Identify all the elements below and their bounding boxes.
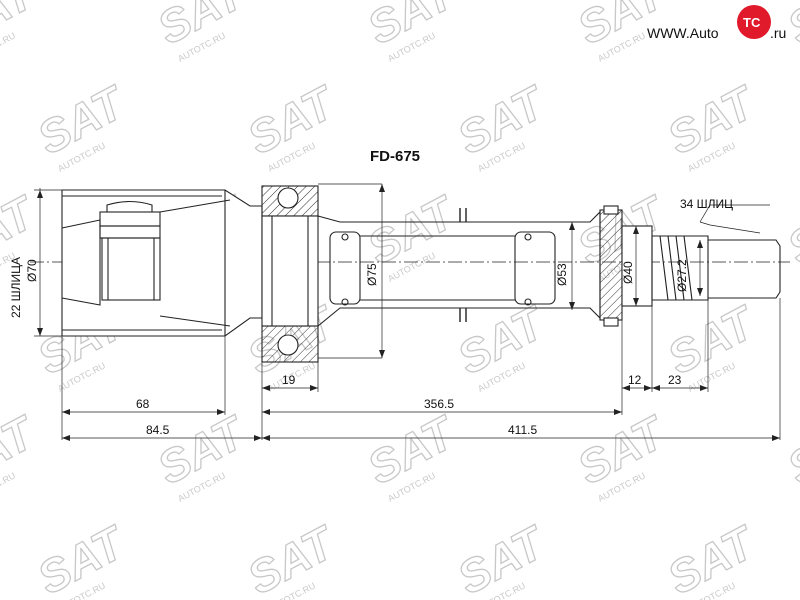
dimension-lines bbox=[34, 183, 781, 440]
watermark-brand: SAT bbox=[779, 185, 800, 274]
part-number-title: FD-675 bbox=[370, 148, 420, 165]
diameter-53-label: Ø53 bbox=[555, 263, 569, 286]
left-diameter-label: Ø70 bbox=[25, 259, 39, 282]
diameter-27-label: Ø27.2 bbox=[675, 259, 689, 292]
watermark-brand: SAT bbox=[779, 405, 800, 494]
logo-mark-text: TC bbox=[743, 15, 761, 30]
dim-411-label: 411.5 bbox=[508, 423, 537, 437]
watermark-brand: SAT bbox=[449, 515, 555, 600]
dim-84-label: 84.5 bbox=[146, 423, 170, 437]
watermark-site: AUTOTC.RU bbox=[0, 30, 17, 63]
inner-cv-housing bbox=[61, 189, 263, 337]
bearing-collar bbox=[261, 185, 319, 363]
diameter-75-label: Ø75 bbox=[365, 263, 379, 286]
watermark-brand: SAT bbox=[239, 515, 345, 600]
left-splines-label: 22 ШЛИЦА bbox=[9, 257, 23, 318]
dim-23-label: 23 bbox=[668, 373, 682, 387]
dim-19-label: 19 bbox=[282, 373, 296, 387]
dim-12-label: 12 bbox=[628, 373, 642, 387]
diameter-40-label: Ø40 bbox=[621, 261, 635, 284]
autotc-logo: WWW.Auto TC .ru bbox=[647, 5, 786, 41]
logo-prefix-text: WWW.Auto bbox=[647, 25, 719, 41]
watermark-brand: SAT bbox=[659, 515, 765, 600]
dimension-arrowheads bbox=[37, 184, 780, 441]
right-splines-label: 34 ШЛИЦ bbox=[680, 197, 733, 211]
dim-356-label: 356.5 bbox=[424, 397, 454, 411]
outer-spline-stub bbox=[599, 205, 781, 327]
dim-68-label: 68 bbox=[136, 397, 150, 411]
logo-suffix-text: .ru bbox=[770, 25, 786, 41]
logo-badge bbox=[737, 5, 771, 39]
watermark-brand: SAT bbox=[0, 0, 45, 54]
watermark-site: AUTOTC.RU bbox=[0, 470, 17, 503]
watermark-brand: SAT bbox=[29, 515, 135, 600]
